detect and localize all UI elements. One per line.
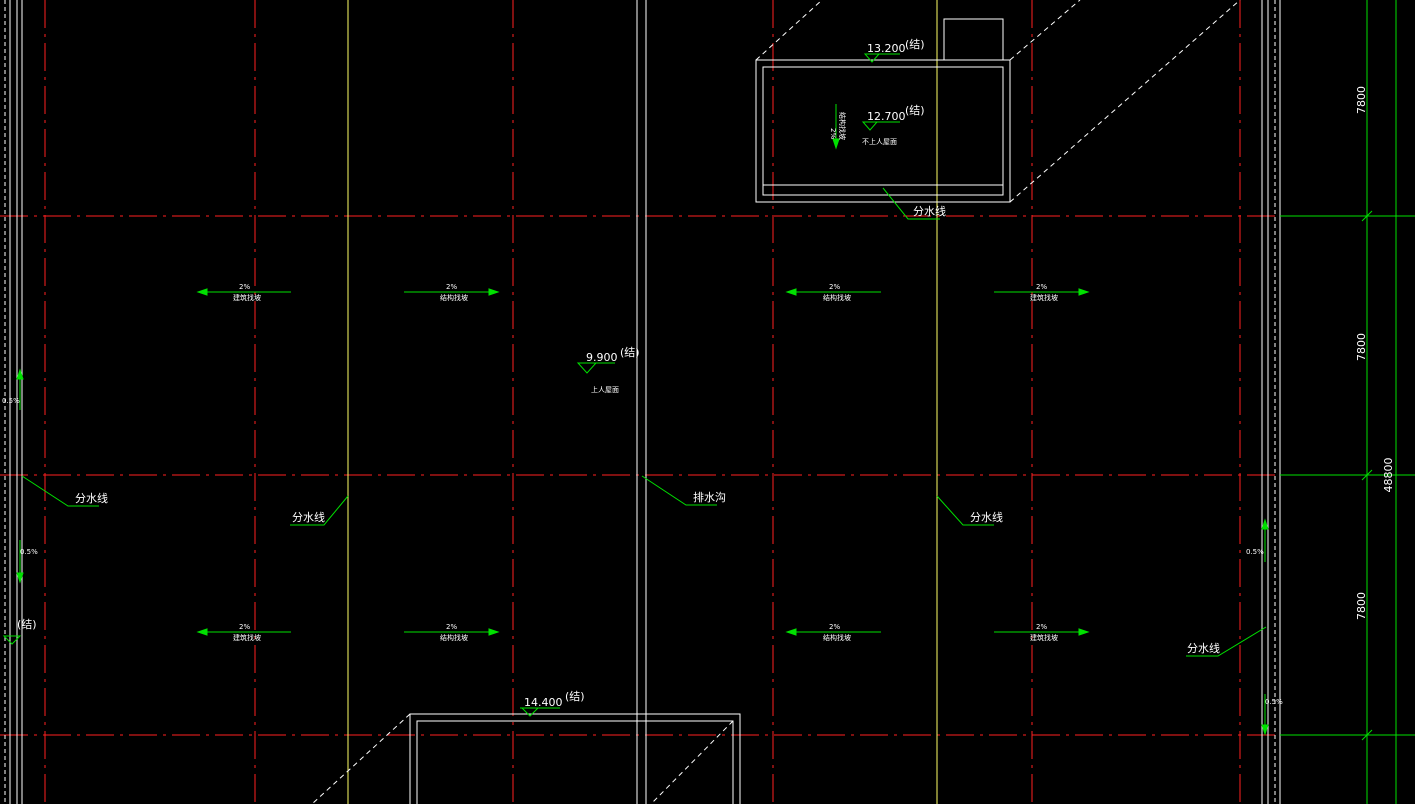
arrow-left-icon [196, 628, 208, 636]
slope-note: 结构找坡 [838, 112, 847, 140]
dim-bay-2: 7800 [1355, 333, 1368, 361]
arrow-up-icon [1261, 518, 1269, 530]
arrow-left-icon [785, 628, 797, 636]
box-inner [762, 66, 1004, 196]
elevation-triangle-icon [863, 53, 881, 63]
arrow-down-icon [1261, 724, 1269, 736]
dim-bay-1: 7800 [1355, 86, 1368, 114]
slope-note: 建筑找坡 [1030, 633, 1058, 642]
leader-line [21, 475, 99, 507]
slope-value: 2% [1036, 283, 1047, 291]
dim-bay-3: 7800 [1355, 592, 1368, 620]
wall-lines [4, 0, 1281, 804]
elevation-triangle-icon [861, 121, 879, 131]
arrow-down-icon [832, 138, 840, 150]
gutter-label: 排水沟 [693, 490, 726, 504]
slope-value: 2% [239, 623, 250, 631]
arrow-left-icon [785, 288, 797, 296]
dim-tick [1361, 210, 1373, 222]
slope-note: 结构找坡 [440, 293, 468, 302]
projection-line [650, 720, 734, 804]
roof-note-main: 上人屋面 [591, 385, 619, 394]
leader-line [882, 187, 940, 220]
arrow-right-icon [488, 288, 500, 296]
edge-slope-value: 0.5% [1246, 548, 1264, 556]
elevation-triangle-icon [520, 707, 540, 717]
edge-slope-value: 0.5% [20, 548, 38, 556]
projection-line [1009, 0, 1241, 203]
box-outer [755, 59, 1011, 203]
arrow-down-icon [16, 572, 24, 584]
elevation-markers: 13.200 (结) 12.700 (结) 不上人屋面 9.900 (结) 上人… [2, 38, 925, 717]
slope-value: 2% [1036, 623, 1047, 631]
dim-total: 48800 [1382, 458, 1395, 493]
struct-tag: (结) [17, 618, 37, 631]
slope-note: 结构找坡 [440, 633, 468, 642]
edge-slope-value: 0.5% [1265, 698, 1283, 706]
leader-labels [21, 187, 1267, 657]
projection-line [311, 713, 411, 804]
slope-value: 2% [446, 283, 457, 291]
bottom-structure-box [311, 713, 741, 804]
edge-slope-value: 0.5% [2, 397, 20, 405]
ridge-label: 分水线 [292, 510, 325, 524]
elevation-triangle-icon [2, 635, 22, 645]
slope-note: 建筑找坡 [233, 293, 261, 302]
elevation-bottom-box: 14.400 [524, 696, 563, 709]
leader-line [641, 475, 717, 506]
projection-line [1009, 0, 1081, 61]
arrow-right-icon [1078, 628, 1090, 636]
leader-line [936, 495, 994, 526]
ridge-label: 分水线 [75, 491, 108, 505]
slope-labels: 2% 建筑找坡 2% 结构找坡 2% 结构找坡 2% 建筑找坡 2% 建筑找坡 … [2, 112, 1283, 706]
ridge-label: 分水线 [913, 204, 946, 218]
struct-tag: (结) [565, 690, 585, 703]
dimension-chain [1280, 0, 1415, 804]
elevation-top-box: 13.200 [867, 42, 906, 55]
ridge-label: 分水线 [1187, 641, 1220, 655]
arrow-right-icon [1078, 288, 1090, 296]
box-outer [409, 713, 741, 804]
slope-note: 建筑找坡 [233, 633, 261, 642]
slope-note: 结构找坡 [823, 293, 851, 302]
slope-value: 2% [446, 623, 457, 631]
arrow-left-icon [196, 288, 208, 296]
slope-note: 建筑找坡 [1030, 293, 1058, 302]
arrow-right-icon [488, 628, 500, 636]
slope-value: 2% [829, 283, 840, 291]
projection-line [755, 0, 823, 61]
elevation-main-roof: 9.900 [586, 351, 618, 364]
box-inner [416, 720, 734, 804]
leader-line [1186, 626, 1267, 657]
ridge-label: 分水线 [970, 510, 1003, 524]
box-annex [943, 18, 1004, 61]
roof-note-inner: 不上人屋面 [862, 137, 897, 146]
slope-note: 结构找坡 [823, 633, 851, 642]
slope-value: 2% [829, 623, 840, 631]
struct-tag: (结) [905, 38, 925, 51]
struct-tag: (结) [620, 346, 640, 359]
top-structure-box [755, 0, 1241, 203]
axis-grid [0, 0, 1280, 804]
leader-line [290, 495, 349, 526]
elevation-triangle-icon [576, 362, 598, 374]
dim-tick [1361, 469, 1373, 481]
arrow-up-icon [16, 368, 24, 380]
slope-arrows [16, 104, 1269, 736]
elevation-inner-box: 12.700 [867, 110, 906, 123]
slope-value: 2% [829, 128, 837, 139]
dim-tick [1361, 729, 1373, 741]
struct-tag: (结) [905, 104, 925, 117]
slope-value: 2% [239, 283, 250, 291]
